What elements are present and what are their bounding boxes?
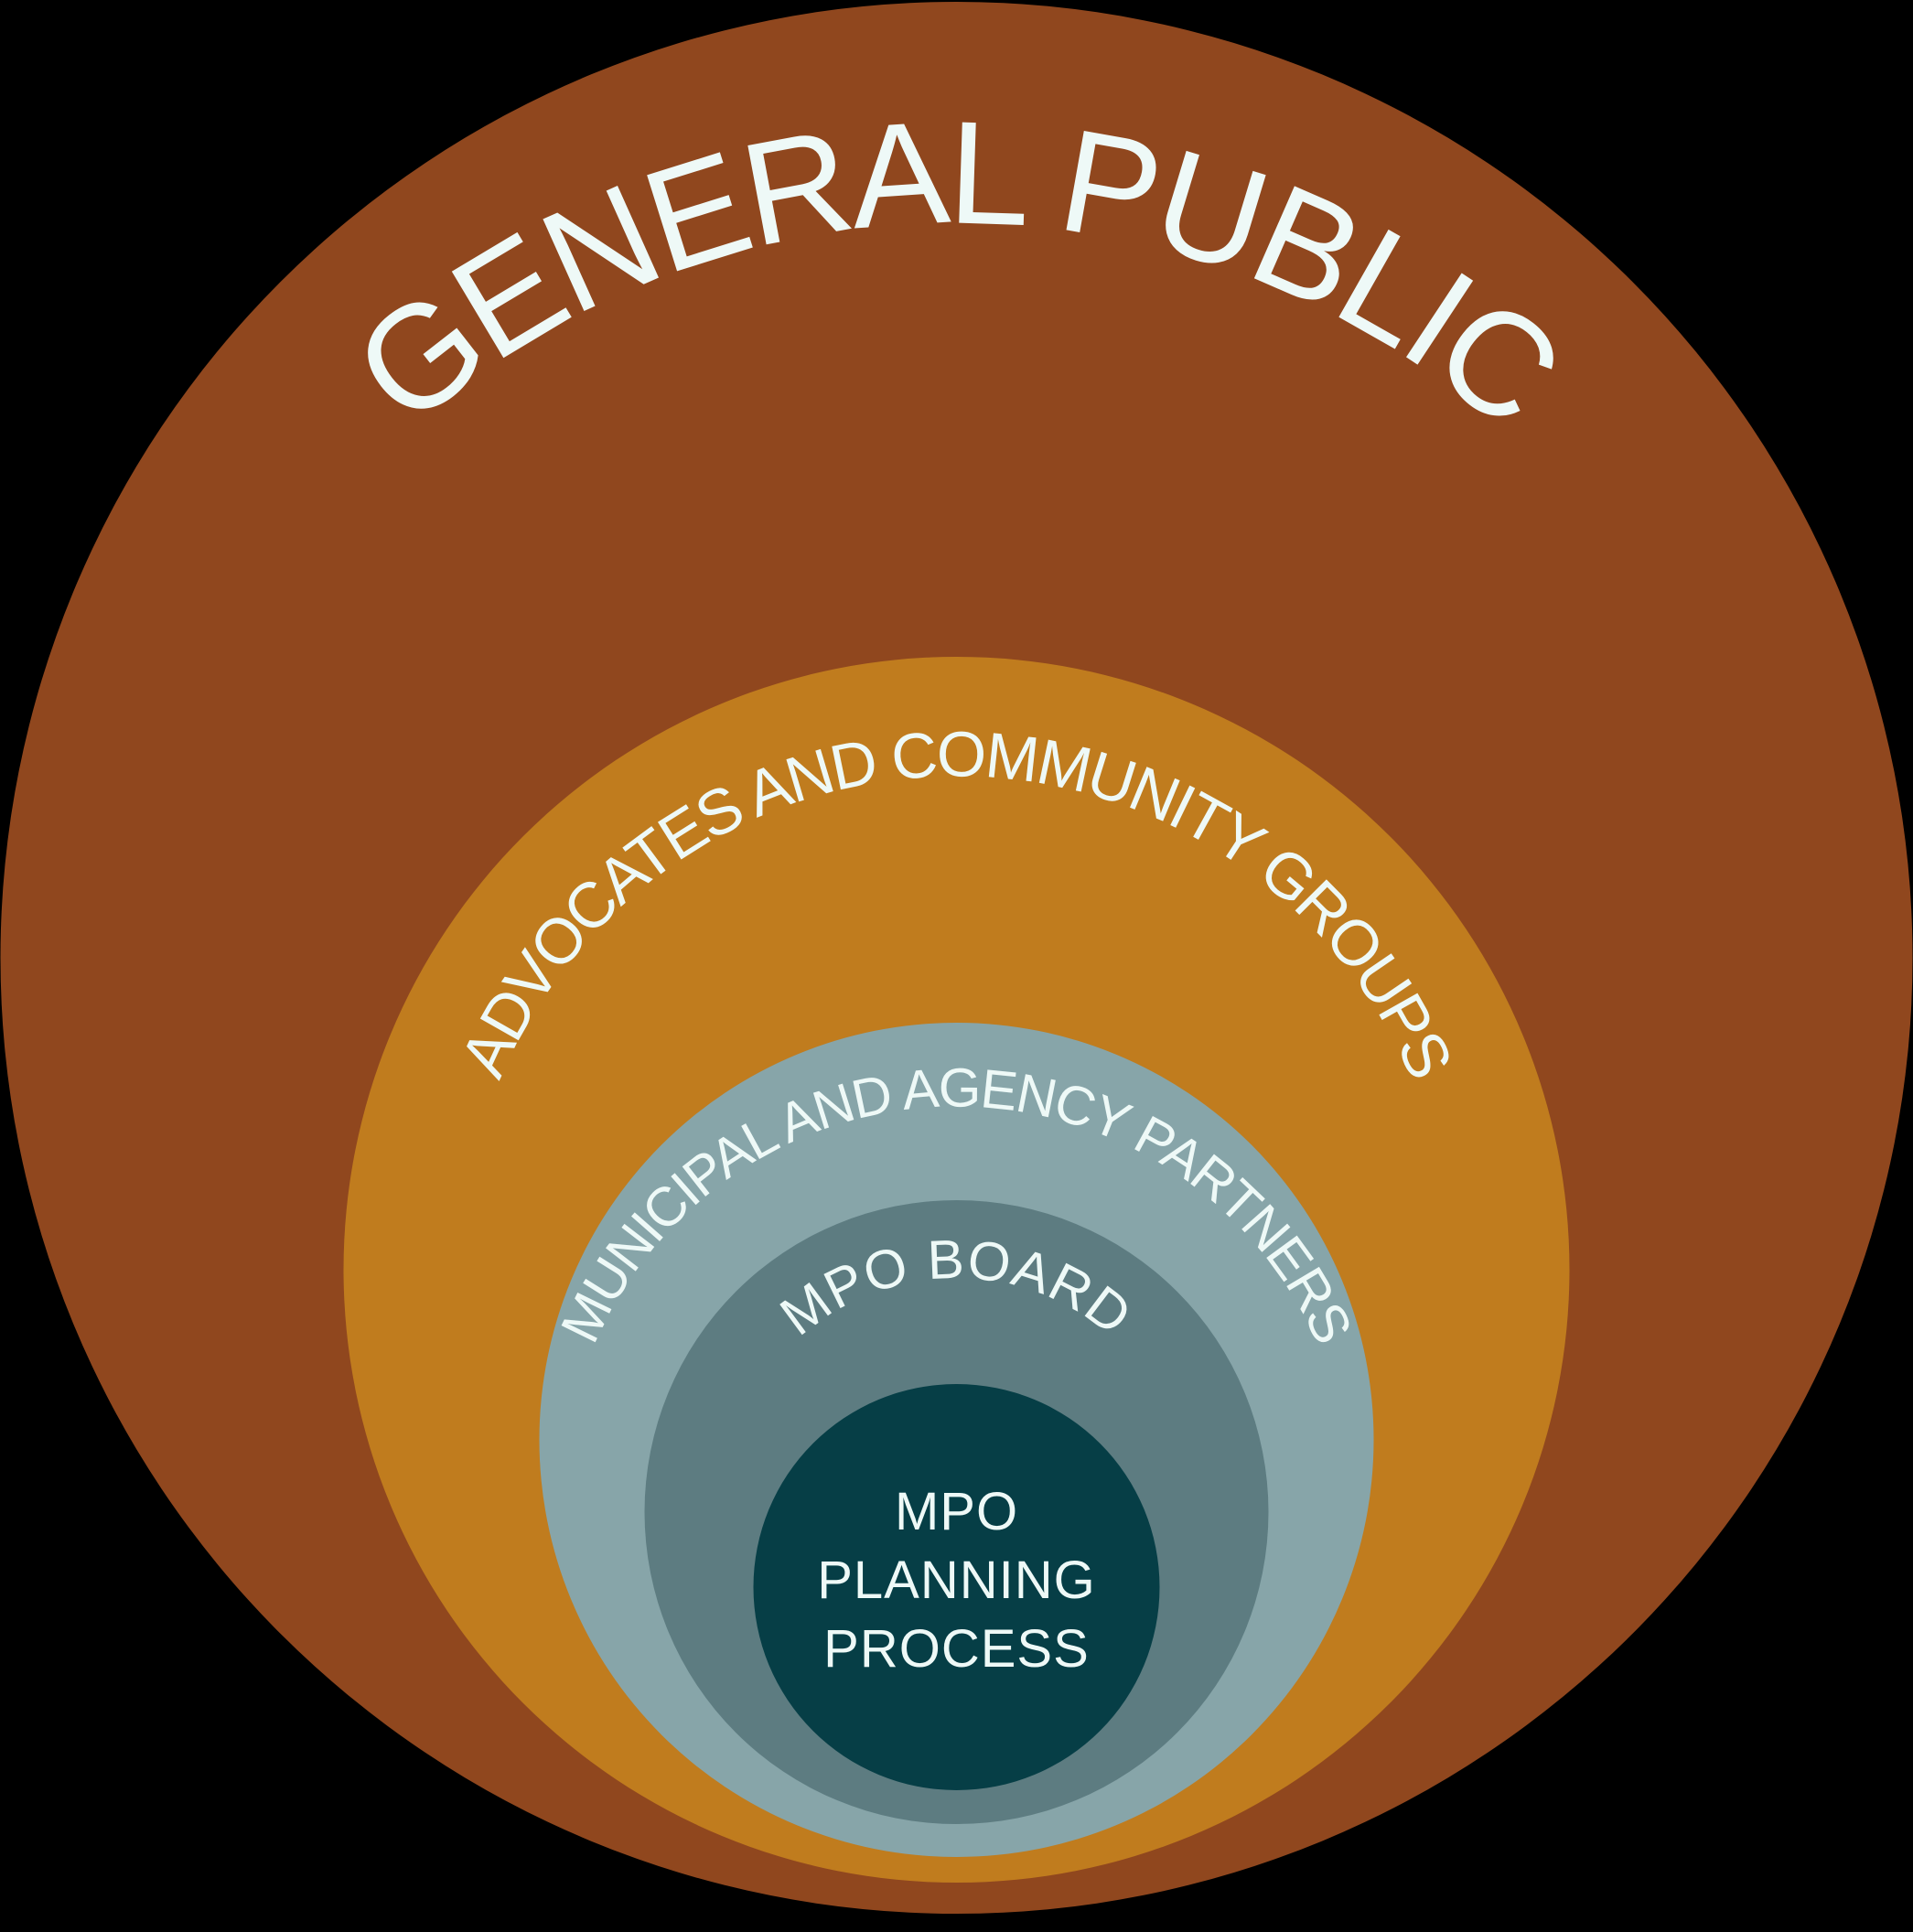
label-mpo-planning-process: MPO PLANNING PROCESS [817,1482,1096,1679]
label-mpo-planning-process-line3: PROCESS [823,1619,1090,1679]
circle-mpo-planning-process [753,1384,1160,1790]
label-mpo-planning-process-line1: MPO [895,1482,1018,1541]
label-mpo-planning-process-line2: PLANNING [817,1551,1096,1610]
